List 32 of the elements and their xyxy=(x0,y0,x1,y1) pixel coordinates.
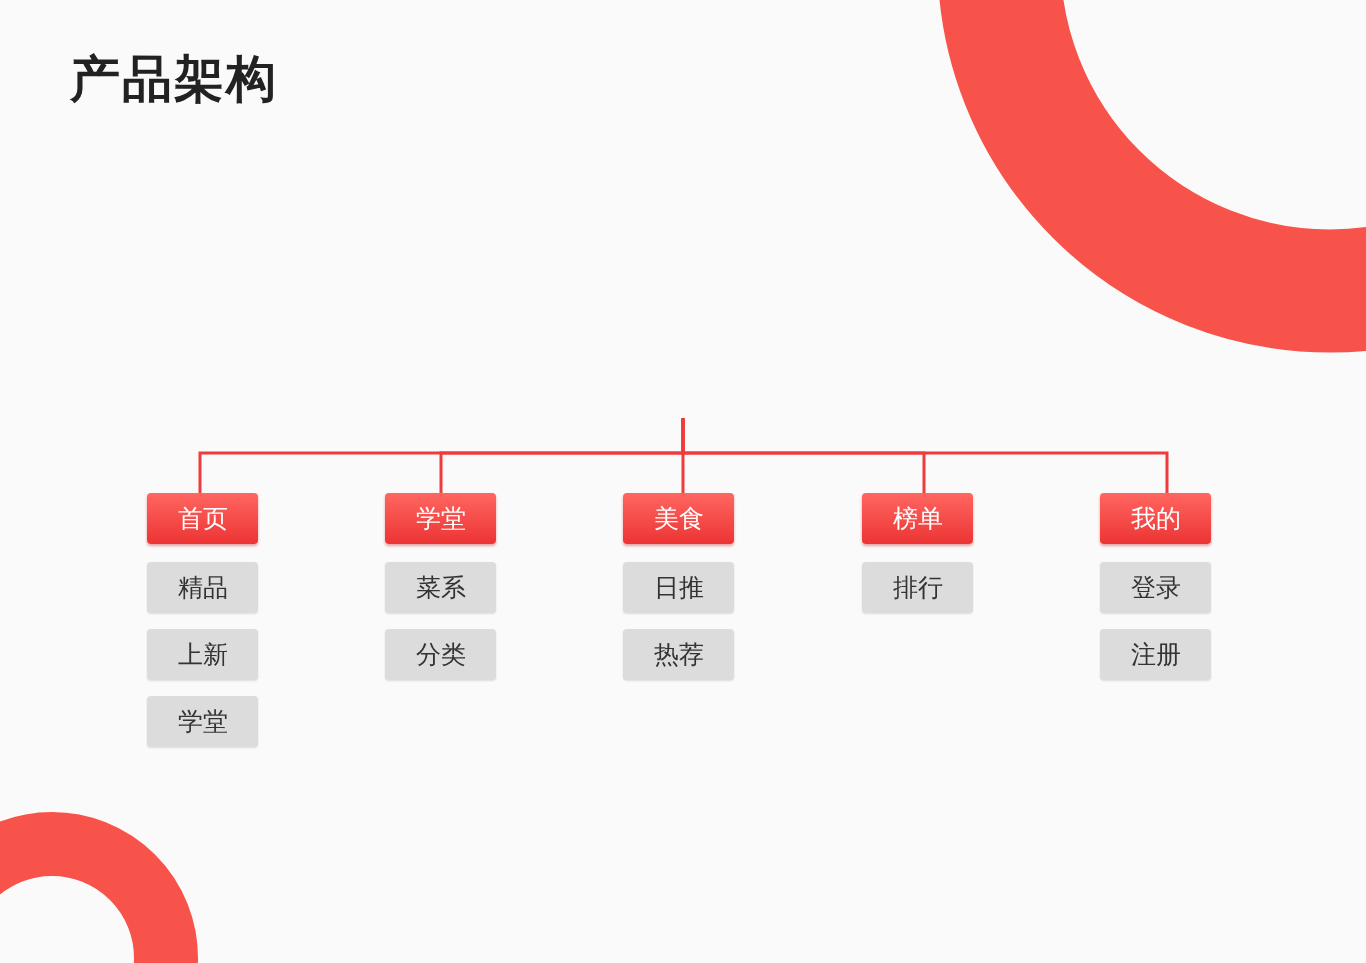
category-box xyxy=(1100,493,1211,544)
node-label: 首页 xyxy=(177,503,228,535)
node-label: 我的 xyxy=(1130,503,1181,535)
item-box xyxy=(147,696,258,747)
node-label: 登录 xyxy=(1130,572,1181,604)
item-box xyxy=(147,629,258,680)
item-box xyxy=(147,562,258,613)
item-box xyxy=(385,629,496,680)
item-box xyxy=(1100,629,1211,680)
node-label: 排行 xyxy=(892,572,943,604)
category-box xyxy=(623,493,734,544)
node-label: 菜系 xyxy=(415,572,466,604)
category-box xyxy=(862,493,973,544)
node-label: 学堂 xyxy=(177,706,228,738)
node-label: 榜单 xyxy=(892,503,943,535)
category-box xyxy=(147,493,258,544)
node-label: 注册 xyxy=(1130,639,1181,671)
item-box xyxy=(385,562,496,613)
node-label: 日推 xyxy=(653,572,704,604)
category-box xyxy=(385,493,496,544)
node-label: 学堂 xyxy=(415,503,466,535)
node-label: 上新 xyxy=(177,639,228,671)
node-label: 精品 xyxy=(177,572,228,604)
item-box xyxy=(1100,562,1211,613)
item-box xyxy=(623,629,734,680)
item-box xyxy=(623,562,734,613)
node-label: 分类 xyxy=(415,639,466,671)
node-label: 热荐 xyxy=(653,639,704,671)
connector-line xyxy=(681,418,1169,493)
item-box xyxy=(862,562,973,613)
page-title: 产品架构 xyxy=(70,49,278,110)
node-label: 美食 xyxy=(653,503,704,535)
